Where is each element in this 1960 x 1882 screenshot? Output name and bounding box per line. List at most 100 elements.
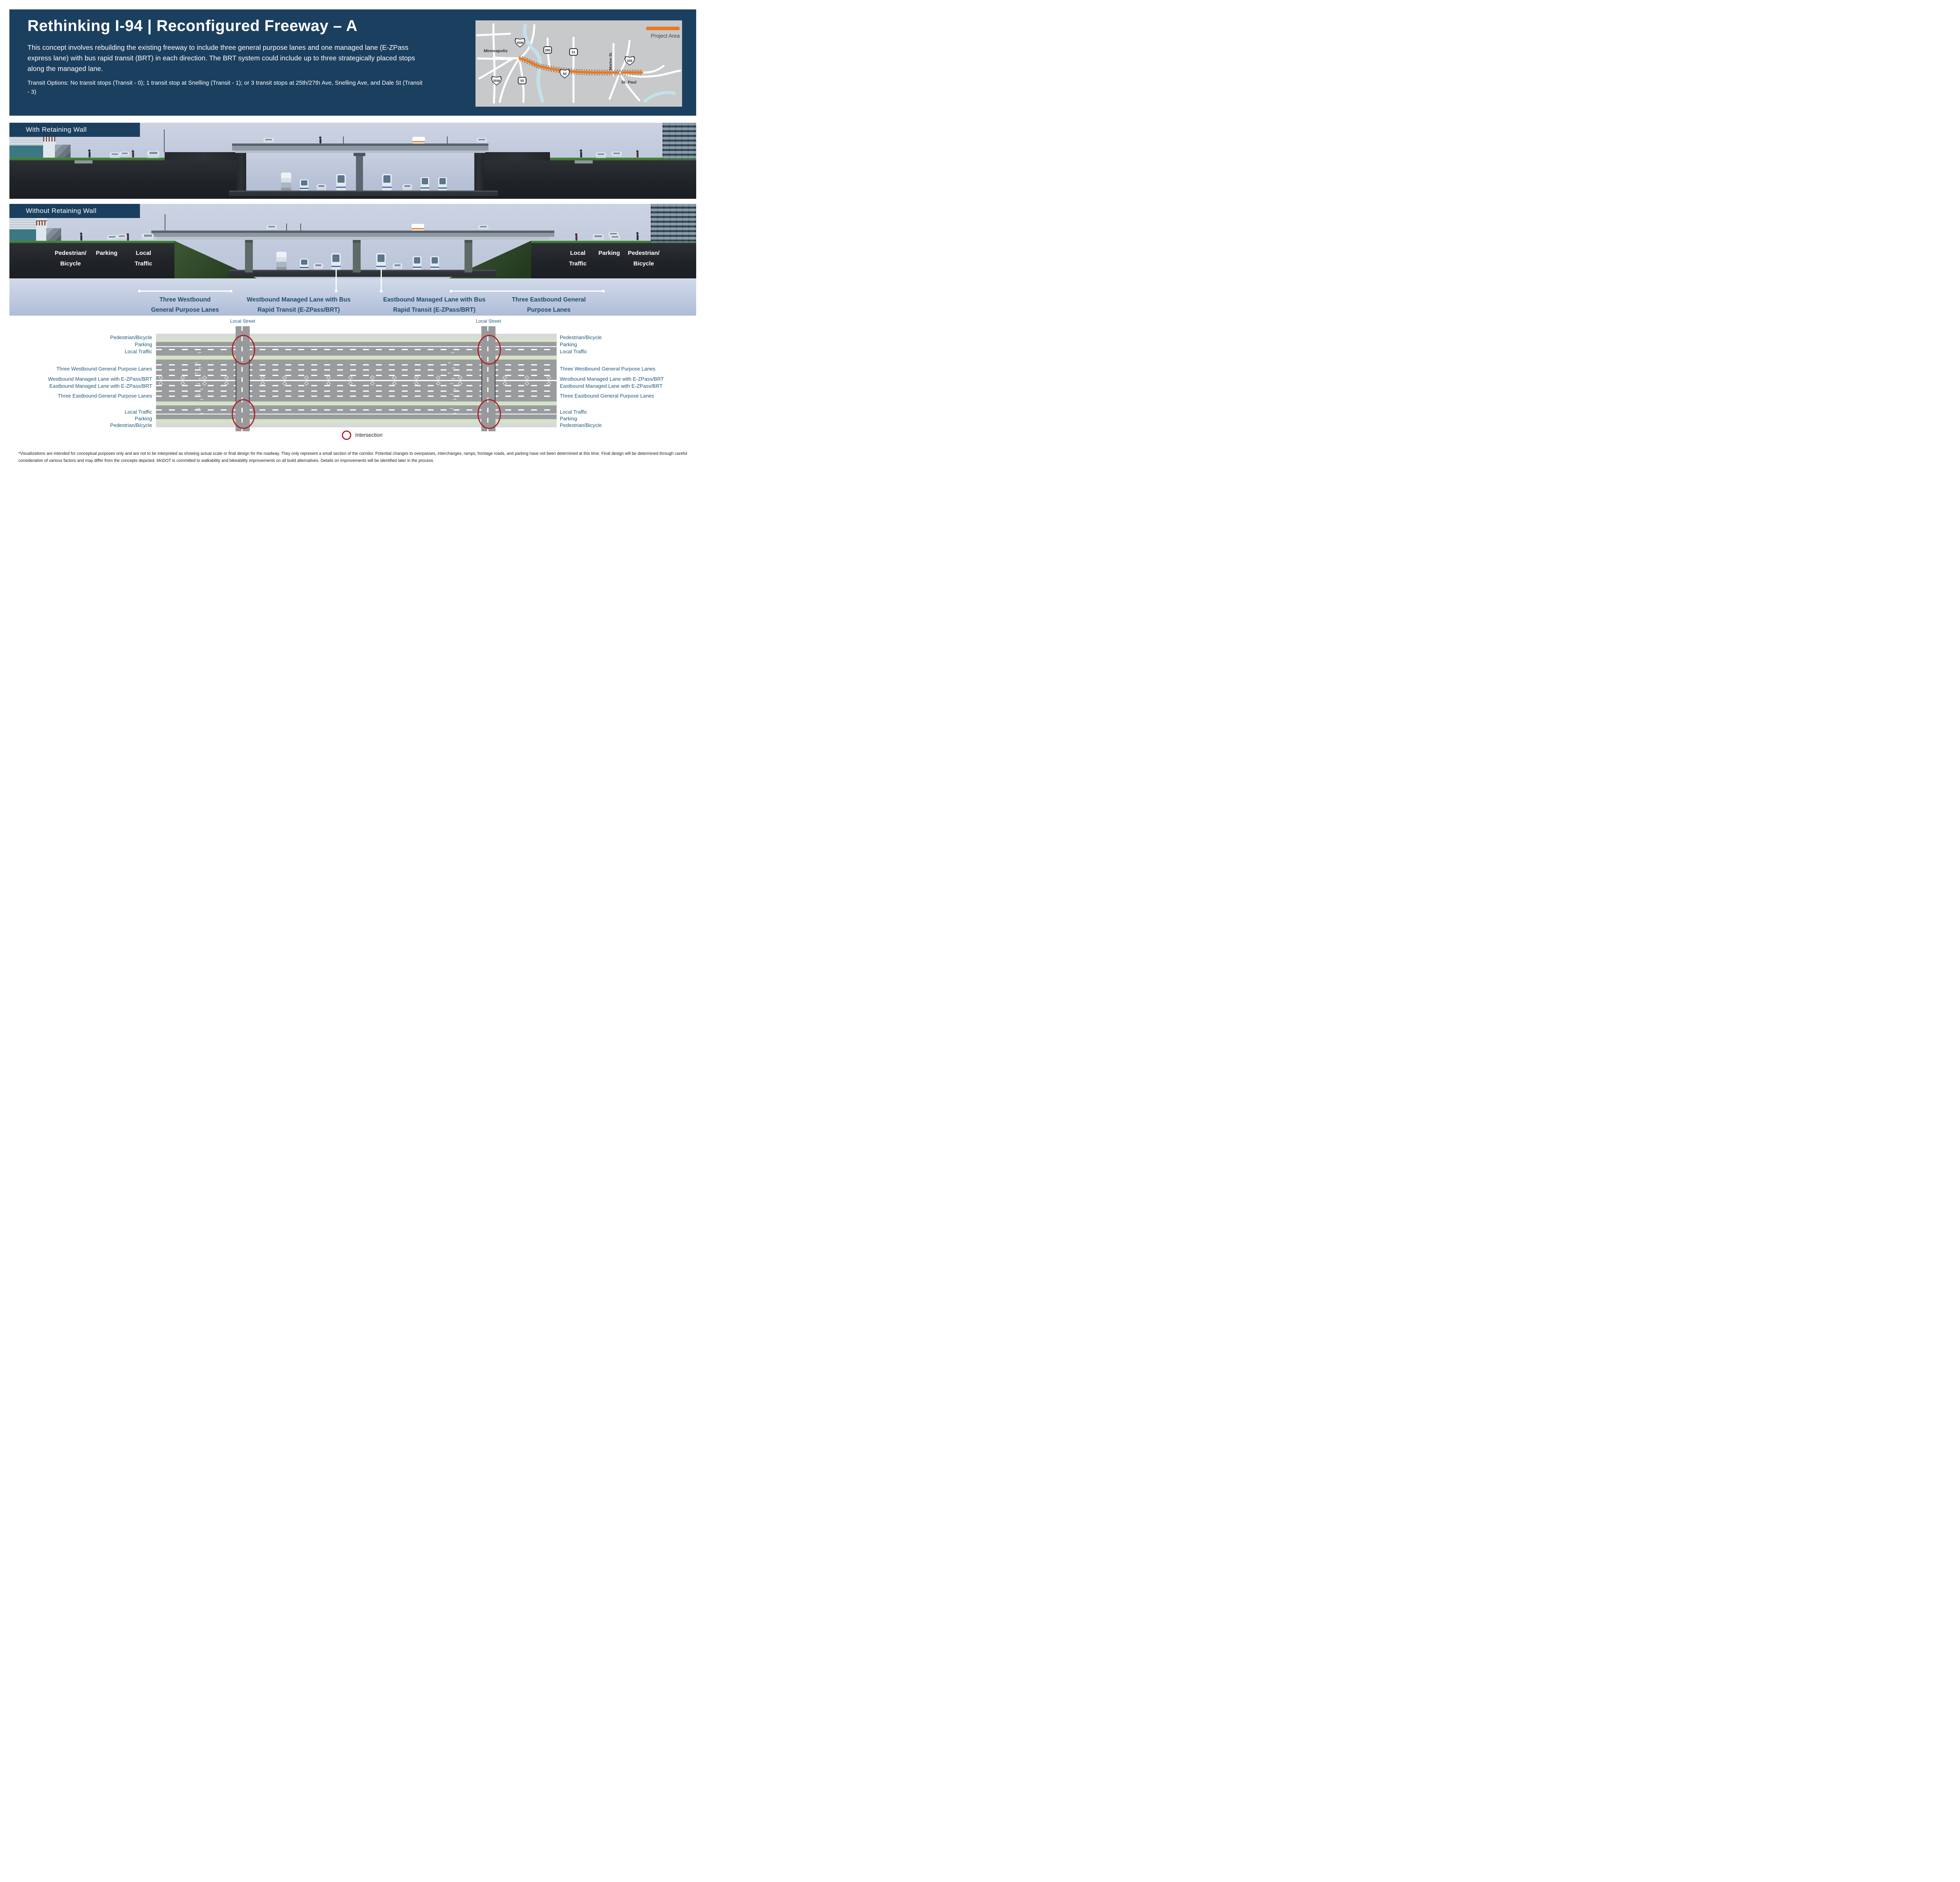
office-building (651, 204, 696, 242)
street-centerline-2 (487, 326, 488, 431)
grass-strip-right (531, 241, 696, 243)
shield-280-icon: 280 (543, 46, 552, 54)
lane-line (156, 375, 557, 376)
soil-left (9, 243, 174, 278)
legend-swatch-project-area (646, 27, 680, 30)
local-street-label-2: Local Street (475, 318, 501, 324)
retaining-wall-right (474, 145, 483, 196)
parked-car (120, 152, 129, 157)
local-street-label-1: Local Street (230, 318, 256, 324)
arrow-west-icon: ← (194, 359, 200, 365)
bridge-pier (465, 240, 472, 272)
callout-dot (380, 290, 383, 292)
cyclist (132, 150, 134, 158)
plan-label-left-parking-top: Parking (134, 342, 152, 347)
freeway-centerline (156, 380, 557, 381)
callout-eastbound-managed: Eastbound Managed Lane with Bus Rapid Tr… (383, 296, 486, 313)
green-band (156, 401, 557, 405)
semi-truck (281, 173, 291, 191)
arrow-west-icon: ← (194, 369, 200, 376)
intersection-marker (232, 335, 255, 365)
house-railing (43, 136, 56, 142)
ambulance (412, 224, 424, 231)
parked-car (610, 235, 620, 241)
pickup-truck (147, 151, 159, 158)
shuttle-bus (421, 177, 429, 191)
section-label-pedestrian-bicycle-right: Pedestrian/ Bicycle (628, 250, 660, 267)
lane-line (156, 396, 557, 397)
callout-dot (335, 290, 338, 292)
office-building (662, 123, 696, 159)
grass-strip-left (9, 158, 237, 160)
plan-label-left-pedestrian-bicycle-bottom: Pedestrian/Bicycle (110, 422, 152, 428)
callout-three-westbound-gp: Three Westbound General Purpose Lanes (151, 296, 219, 313)
bridge-pier (356, 156, 363, 191)
header-panel: Rethinking I-94 | Reconfigured Freeway –… (9, 9, 696, 116)
poster-title: Rethinking I-94 | Reconfigured Freeway –… (27, 17, 358, 35)
car (478, 225, 488, 231)
semi-truck (276, 252, 287, 270)
arrow-east-icon: → (195, 404, 201, 411)
arrow-east-icon: → (452, 385, 457, 392)
bridge-deck (232, 144, 488, 146)
section-label-pedestrian-bicycle-left: Pedestrian/ Bicycle (54, 250, 87, 267)
suv (593, 234, 604, 241)
plan-label-left-eastbound-gp: Three Eastbound General Purpose Lanes (58, 393, 152, 399)
arrow-west-icon: ← (447, 343, 453, 349)
bridge-deck (151, 231, 554, 233)
sidewalk-notch (74, 160, 93, 163)
plan-diagram: ← ← ← ← ← ← → → → → → → ← ← ← ← ← ← → → … (156, 326, 557, 431)
parked-car (612, 152, 622, 157)
bridge-edge (481, 360, 482, 401)
arrow-east-icon: → (448, 380, 454, 386)
legend-label-project-area: Project Area (651, 33, 680, 39)
callout-line (336, 270, 337, 291)
van (300, 259, 309, 270)
bridge-pier (353, 240, 361, 272)
callout-dot (602, 290, 605, 292)
callout-dot (450, 290, 452, 292)
pedestrian (88, 149, 91, 158)
intersection-marker (477, 399, 501, 429)
project-area-map-graphic: ★ (476, 23, 681, 104)
callout-dot (230, 290, 232, 292)
house-railing (36, 220, 47, 225)
bridge-slab (151, 233, 554, 237)
flag-pole (300, 223, 301, 231)
grass-strip-right (483, 158, 696, 160)
flag-pole (447, 136, 448, 144)
van (300, 180, 309, 191)
car (263, 138, 274, 144)
soil-right (531, 243, 696, 278)
arrow-west-icon: ← (451, 374, 457, 381)
bridge-beam (235, 151, 485, 153)
callout-bracket-east (451, 291, 604, 292)
callout-bracket-west (139, 291, 231, 292)
arrow-east-icon: → (195, 380, 201, 386)
shuttle-bus (430, 256, 439, 270)
plan-label-left-westbound-managed: Westbound Managed Lane with E-ZPass/BRT (48, 376, 152, 382)
plan-label-left-pedestrian-bicycle-top: Pedestrian/Bicycle (110, 334, 152, 340)
plan-label-right-pedestrian-bicycle-bottom: Pedestrian/Bicycle (560, 422, 602, 428)
plan-label-right-westbound-managed: Westbound Managed Lane with E-ZPass/BRT (560, 376, 664, 382)
callout-dot (138, 290, 141, 292)
retaining-wall-left (237, 145, 246, 196)
arrow-east-icon: → (448, 390, 454, 397)
transit-options-text: Transit Options: No transit stops (Trans… (27, 80, 423, 96)
map-street-marion: Marion St. (608, 52, 613, 70)
bridge-edge (249, 360, 250, 401)
car (317, 184, 326, 191)
intersection-legend-icon (342, 431, 351, 440)
bridge-pier-cap (354, 153, 365, 156)
panel-with-retaining-wall: With Retaining Wall (9, 123, 696, 199)
section-label-parking-right: Parking (598, 250, 620, 256)
intersection-marker (232, 399, 255, 429)
pedestrian (580, 149, 582, 158)
poster: Rethinking I-94 | Reconfigured Freeway –… (0, 0, 706, 470)
parking-line-top (156, 346, 557, 347)
project-corridor-line (518, 57, 643, 74)
arrow-west-icon: ← (194, 343, 200, 349)
pedestrian (80, 233, 82, 241)
lane-line (156, 385, 557, 386)
sidewalk-band-bottom (156, 423, 557, 427)
